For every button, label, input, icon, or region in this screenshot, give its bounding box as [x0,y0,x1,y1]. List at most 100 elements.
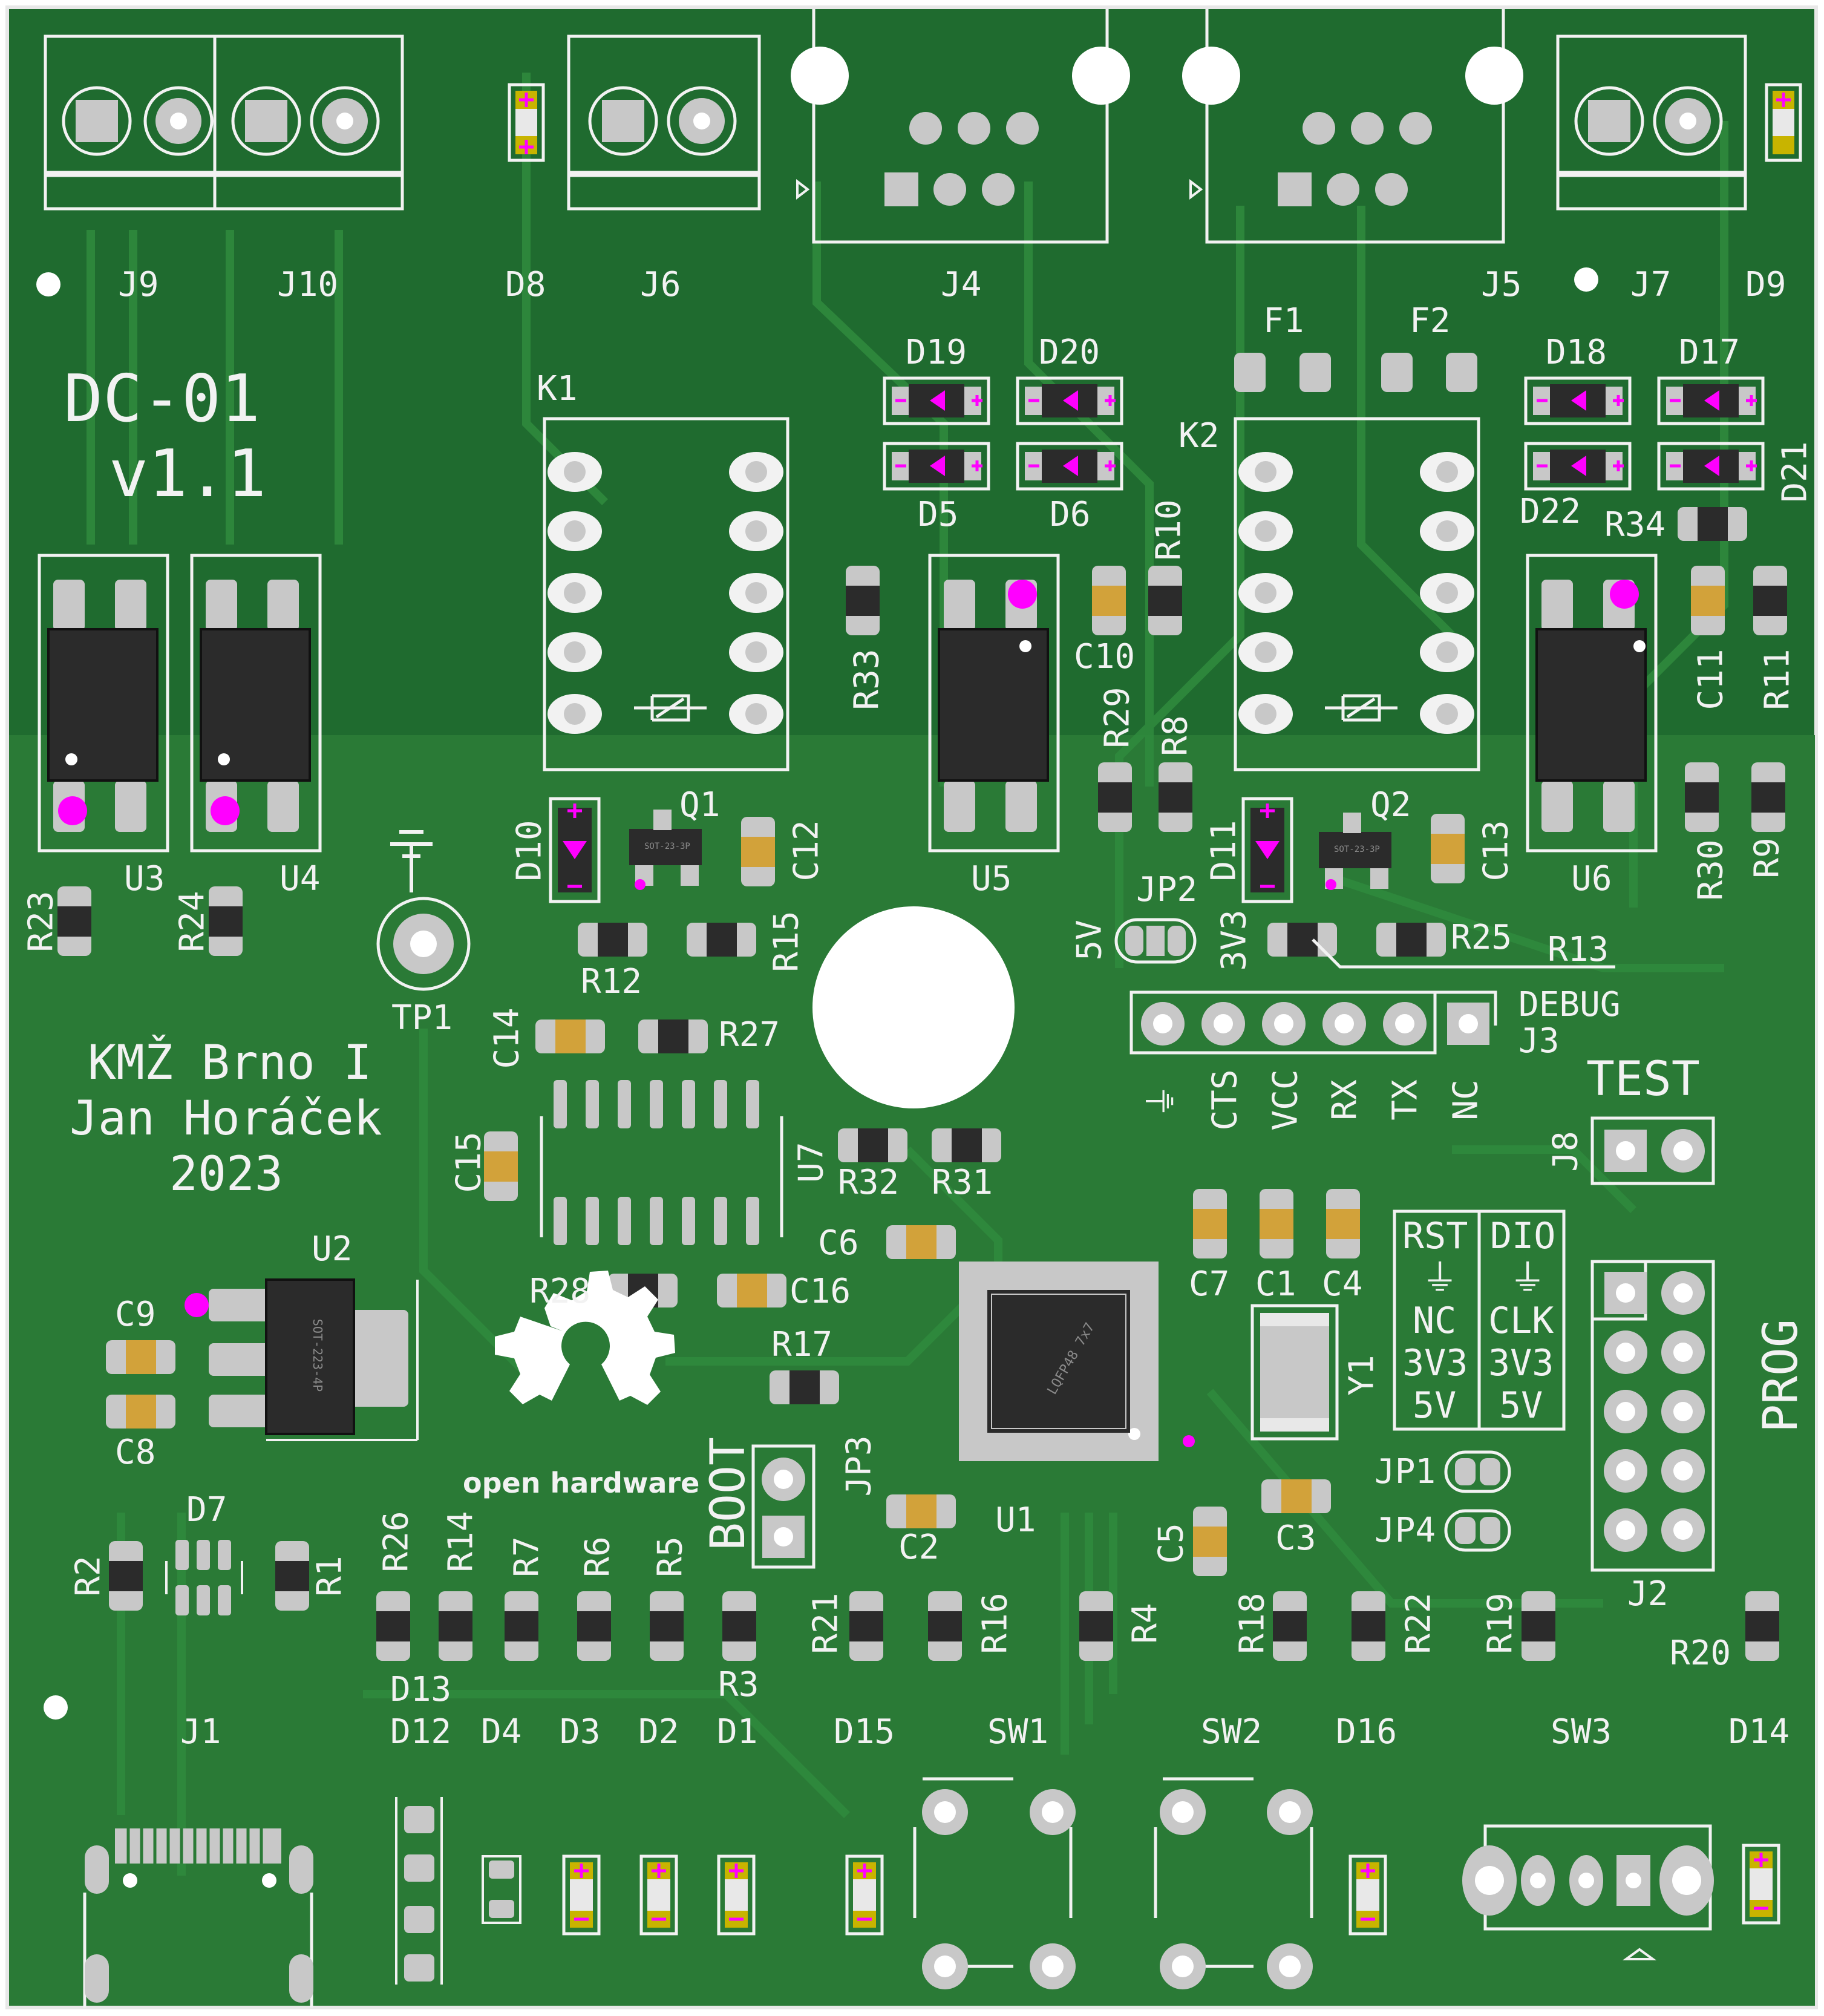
ref-C8: C8 [115,1433,156,1472]
u2-marking: SOT-223-4P [310,1318,325,1392]
ref-C4: C4 [1322,1265,1363,1304]
jumper-JP3 [751,1444,816,1569]
jt-rst-nc: NC [1413,1300,1457,1342]
optocoupler-U5 [928,554,1060,853]
prog-header-J2 [1590,1260,1715,1572]
ref-D21: D21 [1775,441,1815,503]
ref-D10: D10 [509,820,549,882]
ref-D20: D20 [1039,333,1100,372]
ref-R13: R13 [1548,930,1609,969]
ref-D22: D22 [1520,492,1581,531]
ref-C10: C10 [1074,637,1136,676]
q2-marking: SOT-23-3P [1334,845,1380,854]
ref-F2: F2 [1410,301,1451,341]
jt-rst-gnd: ⏚ [1422,1257,1458,1300]
diode-D12-D13 [395,1797,443,1985]
ref-U1: U1 [995,1501,1036,1540]
diode-array-D7 [165,1540,243,1615]
ref-C7: C7 [1189,1265,1230,1304]
ref-J6: J6 [640,265,681,304]
ref-R21: R21 [806,1592,846,1654]
ref-R33: R33 [847,649,887,710]
optocoupler-U3 [38,554,169,853]
ref-Y1: Y1 [1342,1355,1382,1396]
ref-D14: D14 [1728,1712,1790,1752]
ref-R20: R20 [1670,1634,1731,1673]
ref-D3: D3 [560,1712,601,1752]
test-header-J8 [1590,1116,1715,1185]
ref-C2: C2 [898,1528,940,1567]
fuse-F2 [1381,353,1477,392]
ref-C3: C3 [1275,1519,1316,1558]
optocoupler-U4 [190,554,322,853]
ref-C14: C14 [487,1007,527,1069]
ref-DEBUG: DEBUG [1518,985,1621,1024]
ref-J7: J7 [1630,265,1672,304]
switch-SW3[interactable] [1462,1824,1714,1960]
ref-U4: U4 [279,859,321,898]
ref-JP3: JP3 [839,1435,879,1497]
ref-JP1: JP1 [1375,1452,1436,1491]
ref-U5: U5 [971,859,1012,898]
usb-connector-J1 [83,1828,313,2008]
ref-K2: K2 [1178,416,1220,456]
regulator-U2 [185,1278,419,1441]
ref-J8: J8 [1546,1131,1586,1172]
ref-D6: D6 [1050,495,1091,534]
fiducial-bottom-left [44,1695,68,1720]
jumper-JP4 [1444,1509,1511,1552]
ref-R24: R24 [172,891,212,952]
ref-R8: R8 [1156,715,1195,756]
j3-pin-rx: RX [1325,1079,1365,1121]
connector-J7 [1556,34,1747,211]
ref-U6: U6 [1571,859,1612,898]
ref-J10: J10 [277,265,339,304]
ref-C5: C5 [1151,1523,1191,1564]
ref-J9: J9 [118,265,159,304]
ref-D12: D12 [390,1712,452,1752]
debug-header-J3 [1129,990,1497,1055]
switch-SW2[interactable] [1154,1777,1313,1989]
ref-R19: R19 [1480,1592,1520,1654]
ref-D18: D18 [1546,333,1607,372]
ref-R17: R17 [771,1325,833,1364]
ref-D17: D17 [1679,333,1741,372]
ref-D15: D15 [834,1712,895,1752]
ref-J1: J1 [180,1712,221,1752]
connector-J6 [567,34,761,211]
ref-C13: C13 [1476,820,1516,882]
ref-R7: R7 [507,1536,547,1577]
ref-R32: R32 [838,1163,900,1202]
jumper-JP2 [1114,918,1197,964]
smd-diodes [883,376,1765,491]
ref-C1: C1 [1255,1265,1296,1304]
optocoupler-U6 [1526,554,1658,853]
connector-J5 [1182,9,1523,244]
ref-SW2: SW2 [1201,1712,1263,1752]
credit-line-3: 2023 [169,1147,283,1202]
ref-PROG: PROG [1753,1319,1808,1433]
ref-R1: R1 [310,1556,350,1597]
ref-F1: F1 [1263,301,1304,341]
crystal-Y1 [1250,1304,1339,1441]
ref-R34: R34 [1604,505,1666,545]
capacitors [106,566,1725,1576]
j3-pin-cts: CTS [1205,1069,1245,1131]
ref-D13: D13 [390,1670,452,1709]
jumper-JP1 [1444,1450,1511,1493]
ref-R22: R22 [1399,1592,1439,1654]
q1-marking: SOT-23-3P [644,842,690,851]
ic-U7 [540,1080,783,1245]
oshw-logo [495,1271,675,1405]
ref-R14: R14 [441,1511,481,1573]
jt-header-dio: DIO [1490,1215,1556,1257]
switch-SW1[interactable] [913,1777,1076,1989]
ref-JP4: JP4 [1375,1511,1436,1550]
fiducial-top-right [1574,267,1598,292]
ref-R23: R23 [21,891,61,952]
jt-rst-3v3: 3V3 [1402,1342,1468,1384]
jt-dio-gnd: ⏚ [1509,1257,1546,1300]
jp2-5v-label: 5V [1070,920,1110,961]
ref-R27: R27 [719,1015,780,1055]
